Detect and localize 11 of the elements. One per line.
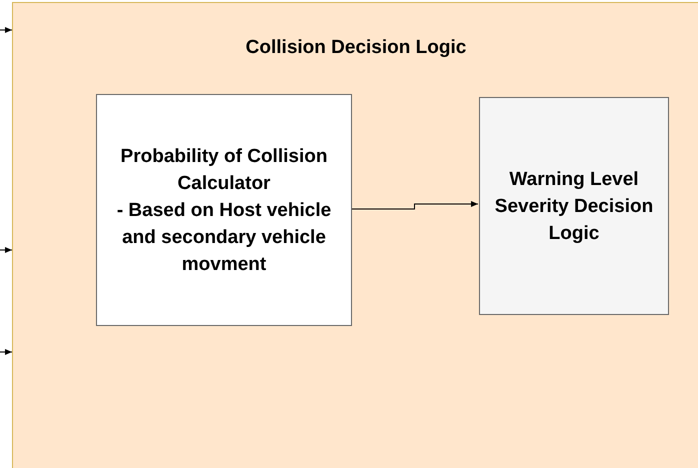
panel-title: Collision Decision Logic bbox=[244, 37, 468, 59]
group-panel bbox=[12, 2, 698, 468]
arrow bbox=[0, 349, 12, 355]
arrow bbox=[0, 27, 12, 33]
process-box bbox=[479, 97, 669, 315]
box-text: - Based on Host vehicle and secondary vehicle movment bbox=[116, 198, 332, 276]
box-text: Warning Level Severity Decision Logic bbox=[494, 168, 654, 246]
process-box bbox=[96, 94, 352, 326]
arrow bbox=[0, 247, 12, 253]
arrow bbox=[350, 201, 478, 210]
box-text: Probability of Collision Calculator bbox=[120, 144, 328, 196]
